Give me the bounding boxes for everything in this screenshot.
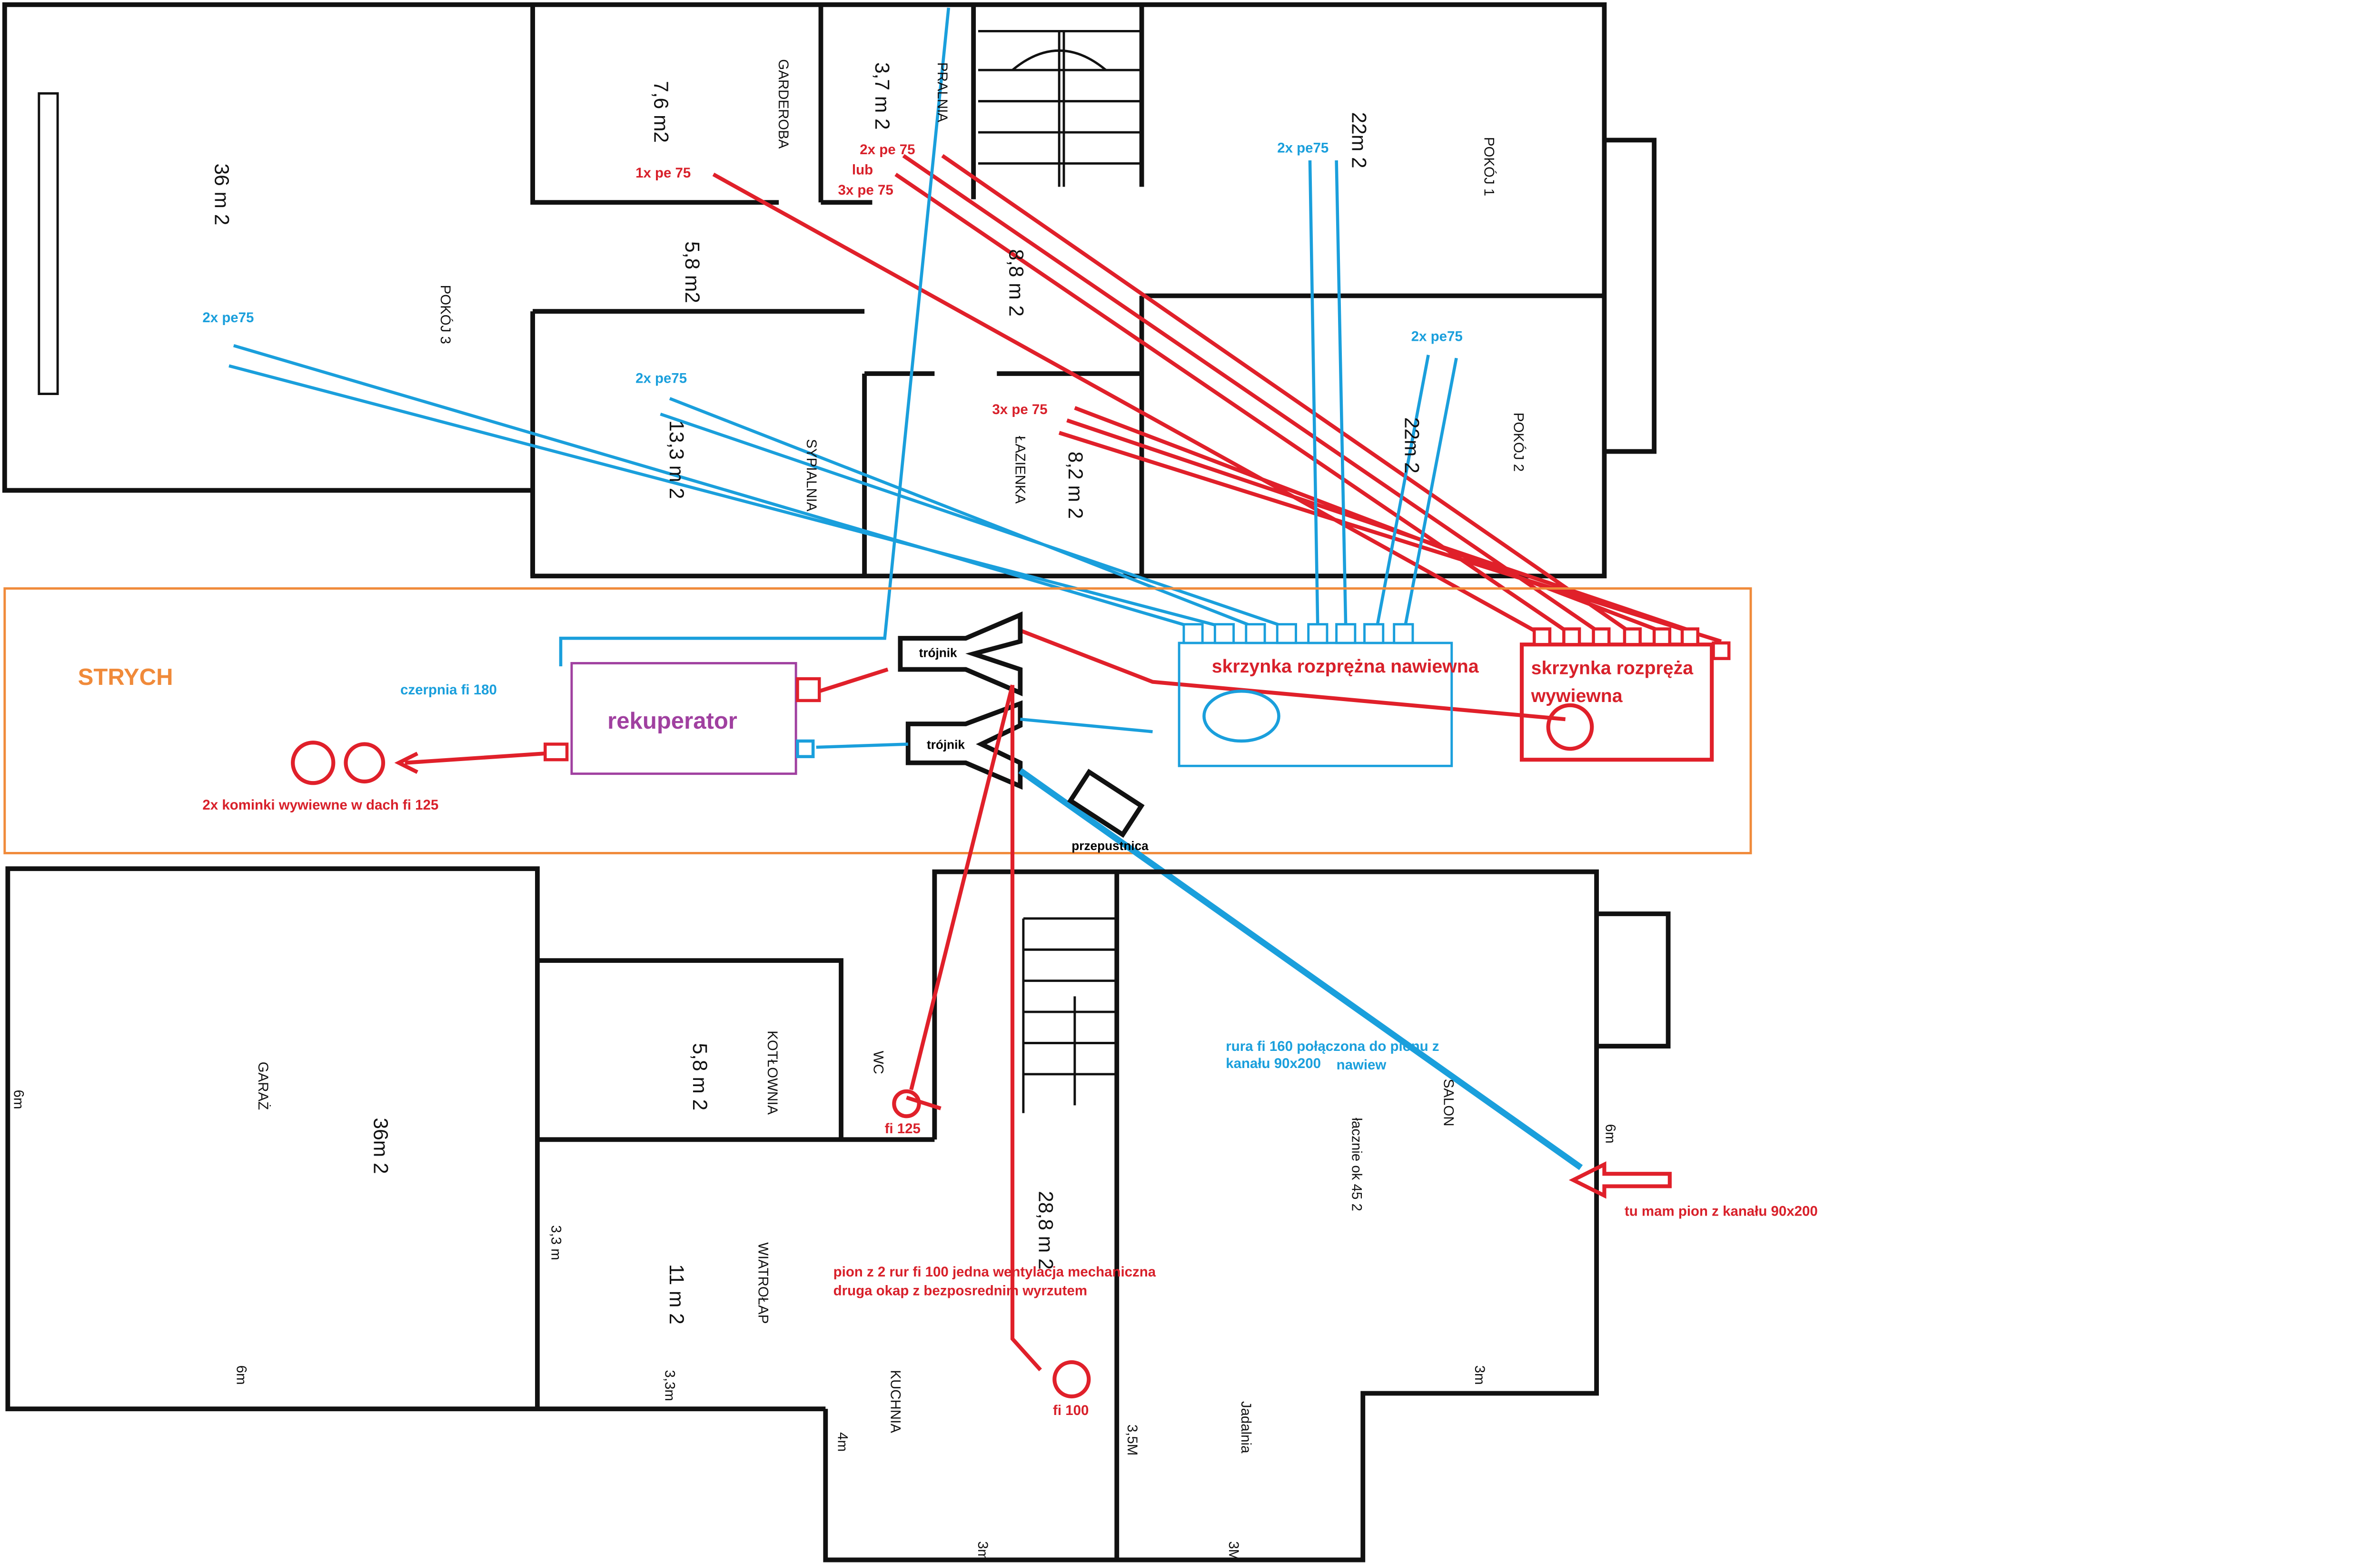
tee-fitting <box>898 611 1023 696</box>
kitchen-note: druga okap z bezposrednim wyrzutem <box>833 1283 1087 1298</box>
area-label: 13,3 m 2 <box>665 420 688 499</box>
exhaust-pipes <box>712 154 1722 643</box>
pipe-label: fi 100 <box>1053 1403 1089 1418</box>
tee-label: trójnik <box>919 645 957 660</box>
area-label: 5,8 m2 <box>681 241 704 303</box>
upper-floor-walls <box>2 2 1657 579</box>
area-label: 3,7 m 2 <box>871 62 893 130</box>
dimension-label: 6m <box>10 1090 26 1109</box>
dimension-label: 3m <box>1472 1365 1488 1385</box>
chimney-icon <box>291 741 336 785</box>
dimension-label: 3m <box>975 1541 991 1561</box>
riser-arrow-icon <box>1568 1161 1672 1199</box>
pipe-label: 2x pe 75 <box>860 142 915 158</box>
supply-pipes <box>228 8 1458 666</box>
tee-label: trójnik <box>927 737 965 752</box>
damper <box>1067 769 1145 838</box>
exhaust-box-label: wywiewna <box>1531 685 1623 706</box>
riser-note: tu mam pion z kanału 90x200 <box>1625 1204 1818 1219</box>
room-label: PRALNIA <box>934 62 950 122</box>
area-label: 22m 2 <box>1347 112 1370 168</box>
exhaust-box-label: skrzynka rozpręża <box>1531 657 1694 678</box>
dimension-label: 3M <box>1226 1541 1241 1561</box>
room-label: SALON <box>1440 1079 1456 1127</box>
supply-box-label: skrzynka rozprężna nawiewna <box>1212 656 1479 677</box>
kitchen-note: pion z 2 rur fi 100 jedna wentylacja mec… <box>833 1264 1156 1280</box>
pipe-label: 2x pe75 <box>202 310 254 326</box>
area-label: 36m 2 <box>369 1118 392 1174</box>
upper-floor-labels: 36 m 2 POKÓJ 3 7,6 m2 GARDEROBA 3,7 m 2 … <box>202 59 1526 519</box>
chimneys-label: 2x kominki wywiewne w dach fi 125 <box>202 797 438 813</box>
room-label: GARDEROBA <box>775 59 791 148</box>
chimney-icon <box>344 742 386 784</box>
dimension-label: 3,3m <box>662 1370 677 1401</box>
attic-title: STRYCH <box>78 664 173 690</box>
room-label: WIATROŁAP <box>755 1242 771 1324</box>
area-label: 8,8 m 2 <box>1004 249 1027 317</box>
room-label: WC <box>871 1051 886 1074</box>
attic-outline <box>3 587 1752 854</box>
room-label: POKÓJ 3 <box>437 285 453 344</box>
area-label: 36 m 2 <box>210 163 233 225</box>
room-label: Jadalnia <box>1238 1401 1254 1454</box>
pipe-label: 3x pe 75 <box>992 402 1047 417</box>
dimension-label: 6m <box>233 1365 249 1385</box>
dimension-label: 6m <box>1603 1124 1618 1144</box>
room-label: KOTŁOWNIA <box>764 1030 780 1115</box>
room-label: POKÓJ 1 <box>1481 137 1497 196</box>
area-label: 28,8 m 2 <box>1034 1191 1057 1269</box>
ground-floor-walls <box>5 866 1671 1563</box>
area-label: łacznie ok 45 2 <box>1349 1118 1364 1211</box>
area-label: 11 m 2 <box>665 1264 688 1325</box>
salon-note: rura fi 160 połączona do pionu z <box>1226 1039 1439 1054</box>
room-label: ŁAZIENKA <box>1012 436 1028 504</box>
pipe-label: 2x pe75 <box>1411 328 1463 344</box>
pipe-label: 2x pe75 <box>635 371 687 386</box>
room-label: SYPIALNIA <box>803 439 819 511</box>
room-label: KUCHNIA <box>888 1370 903 1433</box>
salon-note: nawiew <box>1337 1057 1387 1073</box>
area-label: 22m 2 <box>1400 417 1423 474</box>
exhaust-box <box>1519 643 1714 762</box>
area-label: 7,6 m2 <box>649 81 672 143</box>
recuperator-label: rekuperator <box>607 708 737 734</box>
room-label: POKÓJ 2 <box>1511 413 1527 472</box>
room-label: GARAŻ <box>255 1062 271 1110</box>
dimension-label: 3,5M <box>1124 1425 1140 1455</box>
salon-note: kanału 90x200 <box>1226 1056 1321 1071</box>
recuperator <box>570 662 797 775</box>
pipe-label: 3x pe 75 <box>838 182 893 198</box>
tee-fitting <box>905 700 1023 790</box>
damper-label: przepustnica <box>1071 839 1149 853</box>
pipe-label: lub <box>852 162 873 178</box>
dimension-label: 4m <box>834 1432 850 1452</box>
dimension-label: 3,3 m <box>548 1225 564 1260</box>
area-label: 8,2 m 2 <box>1064 452 1087 519</box>
pipe-label: 2x pe75 <box>1277 140 1329 156</box>
area-label: 5,8 m 2 <box>688 1043 711 1111</box>
pipe-label: fi 125 <box>885 1121 921 1137</box>
pipe-label: 1x pe 75 <box>635 165 691 181</box>
ground-floor-labels: GARAŻ 36m 2 5,8 m 2 KOTŁOWNIA WC 11 m 2 … <box>10 1030 1817 1561</box>
intake-label: czerpnia fi 180 <box>400 682 497 698</box>
